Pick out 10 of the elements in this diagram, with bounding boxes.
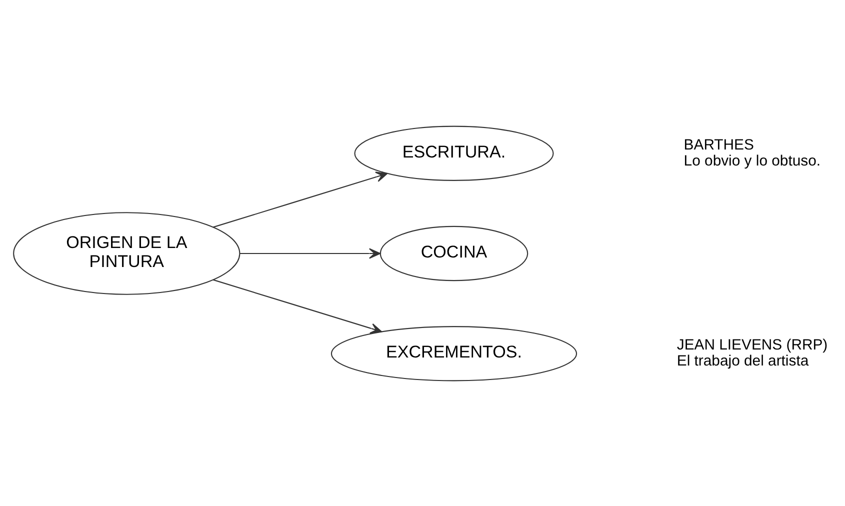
node-ellipse: COCINA [380,225,528,281]
node-ellipse: ORIGEN DE LA PINTURA [13,212,240,294]
arrow [213,278,382,334]
label: Lo obvio y lo obtuso. [684,152,821,169]
label: BARTHES [684,136,754,153]
arrow [213,171,388,228]
label: JEAN LIEVENS (RRP) [676,337,828,354]
node-ellipse: EXCREMENTOS. [330,326,578,381]
arrow [240,248,381,258]
label: El trabajo del artista [676,353,809,370]
